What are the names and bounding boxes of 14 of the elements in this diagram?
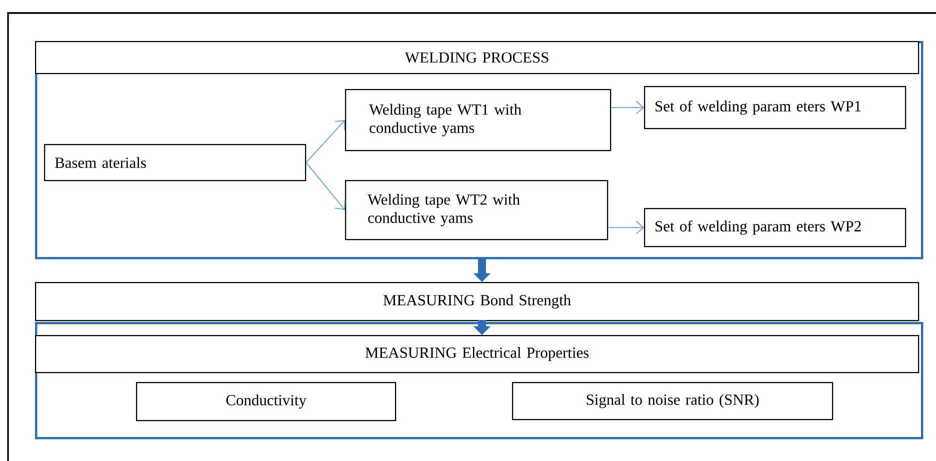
arrow <box>610 100 644 114</box>
process-box: Signal to noise ratio (SNR) <box>512 382 834 420</box>
process-box: Set of welding param eters WP2 <box>644 208 906 248</box>
arrow <box>306 162 346 210</box>
arrow <box>608 220 644 234</box>
arrow <box>306 120 345 163</box>
process-box: Set of welding param eters WP1 <box>644 86 906 130</box>
process-box: Welding tape WT1 with conductive yams <box>345 89 612 152</box>
process-box: WELDING PROCESS <box>35 41 920 74</box>
process-box: MEASURING Bond Strength <box>35 282 920 322</box>
process-box: MEASURING Electrical Properties <box>35 335 920 374</box>
process-box: Basem aterials <box>44 144 306 182</box>
process-box: Conductivity <box>136 382 396 422</box>
process-box: Welding tape WT2 with conductive yams <box>345 180 608 240</box>
